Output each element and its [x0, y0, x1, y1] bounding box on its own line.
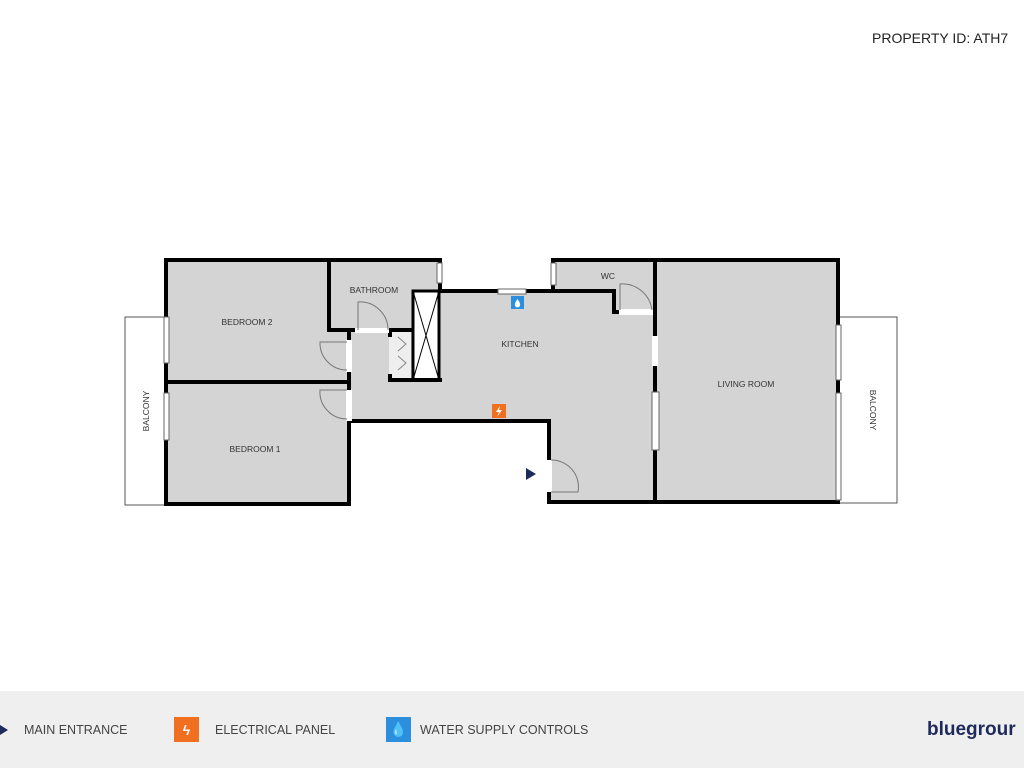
room-label-kitchen: KITCHEN: [501, 339, 538, 349]
bedroom-1-area: [166, 382, 349, 504]
wc-area: [553, 260, 655, 312]
property-id: PROPERTY ID: ATH7: [872, 30, 1009, 46]
legend-electrical-panel: ϟ ELECTRICAL PANEL: [174, 691, 335, 768]
room-label-wc: WC: [601, 271, 615, 281]
doors: [319, 283, 658, 493]
main-entrance-icon: [0, 724, 8, 735]
living-room-area: [655, 260, 838, 502]
room-label-bathroom: BATHROOM: [350, 285, 398, 295]
room-label-balcony-right: BALCONY: [868, 390, 878, 431]
brand-logo: bluegrour: [927, 718, 1016, 740]
windows: [163, 262, 842, 501]
closet: [389, 289, 441, 382]
room-label-bedroom-1: BEDROOM 1: [229, 444, 280, 454]
room-label-balcony-left: BALCONY: [141, 390, 151, 431]
legend-main-entrance-label: MAIN ENTRANCE: [24, 722, 128, 737]
legend-water-supply: 💧 WATER SUPPLY CONTROLS: [386, 691, 588, 768]
bedroom-2-area: [166, 260, 349, 382]
legend-electrical-panel-label: ELECTRICAL PANEL: [215, 722, 336, 737]
water-supply-icon: [511, 296, 524, 309]
room-label-bedroom-2: BEDROOM 2: [221, 317, 272, 327]
balcony-right: [837, 316, 898, 504]
room-label-living-room: LIVING ROOM: [718, 379, 775, 389]
water-drop-icon: 💧: [386, 717, 411, 742]
main-entrance-icon: [526, 468, 536, 480]
electrical-panel-icon: ϟ: [174, 717, 199, 742]
legend-main-entrance: MAIN ENTRANCE: [0, 691, 127, 768]
electrical-panel-icon: [492, 404, 506, 418]
legend-water-supply-label: WATER SUPPLY CONTROLS: [420, 722, 589, 737]
legend: MAIN ENTRANCE ϟ ELECTRICAL PANEL 💧 WATER…: [0, 691, 1024, 768]
floor-plan: BEDROOM 2 BEDROOM 1 BATHROOM KITCHEN WC …: [124, 258, 898, 506]
